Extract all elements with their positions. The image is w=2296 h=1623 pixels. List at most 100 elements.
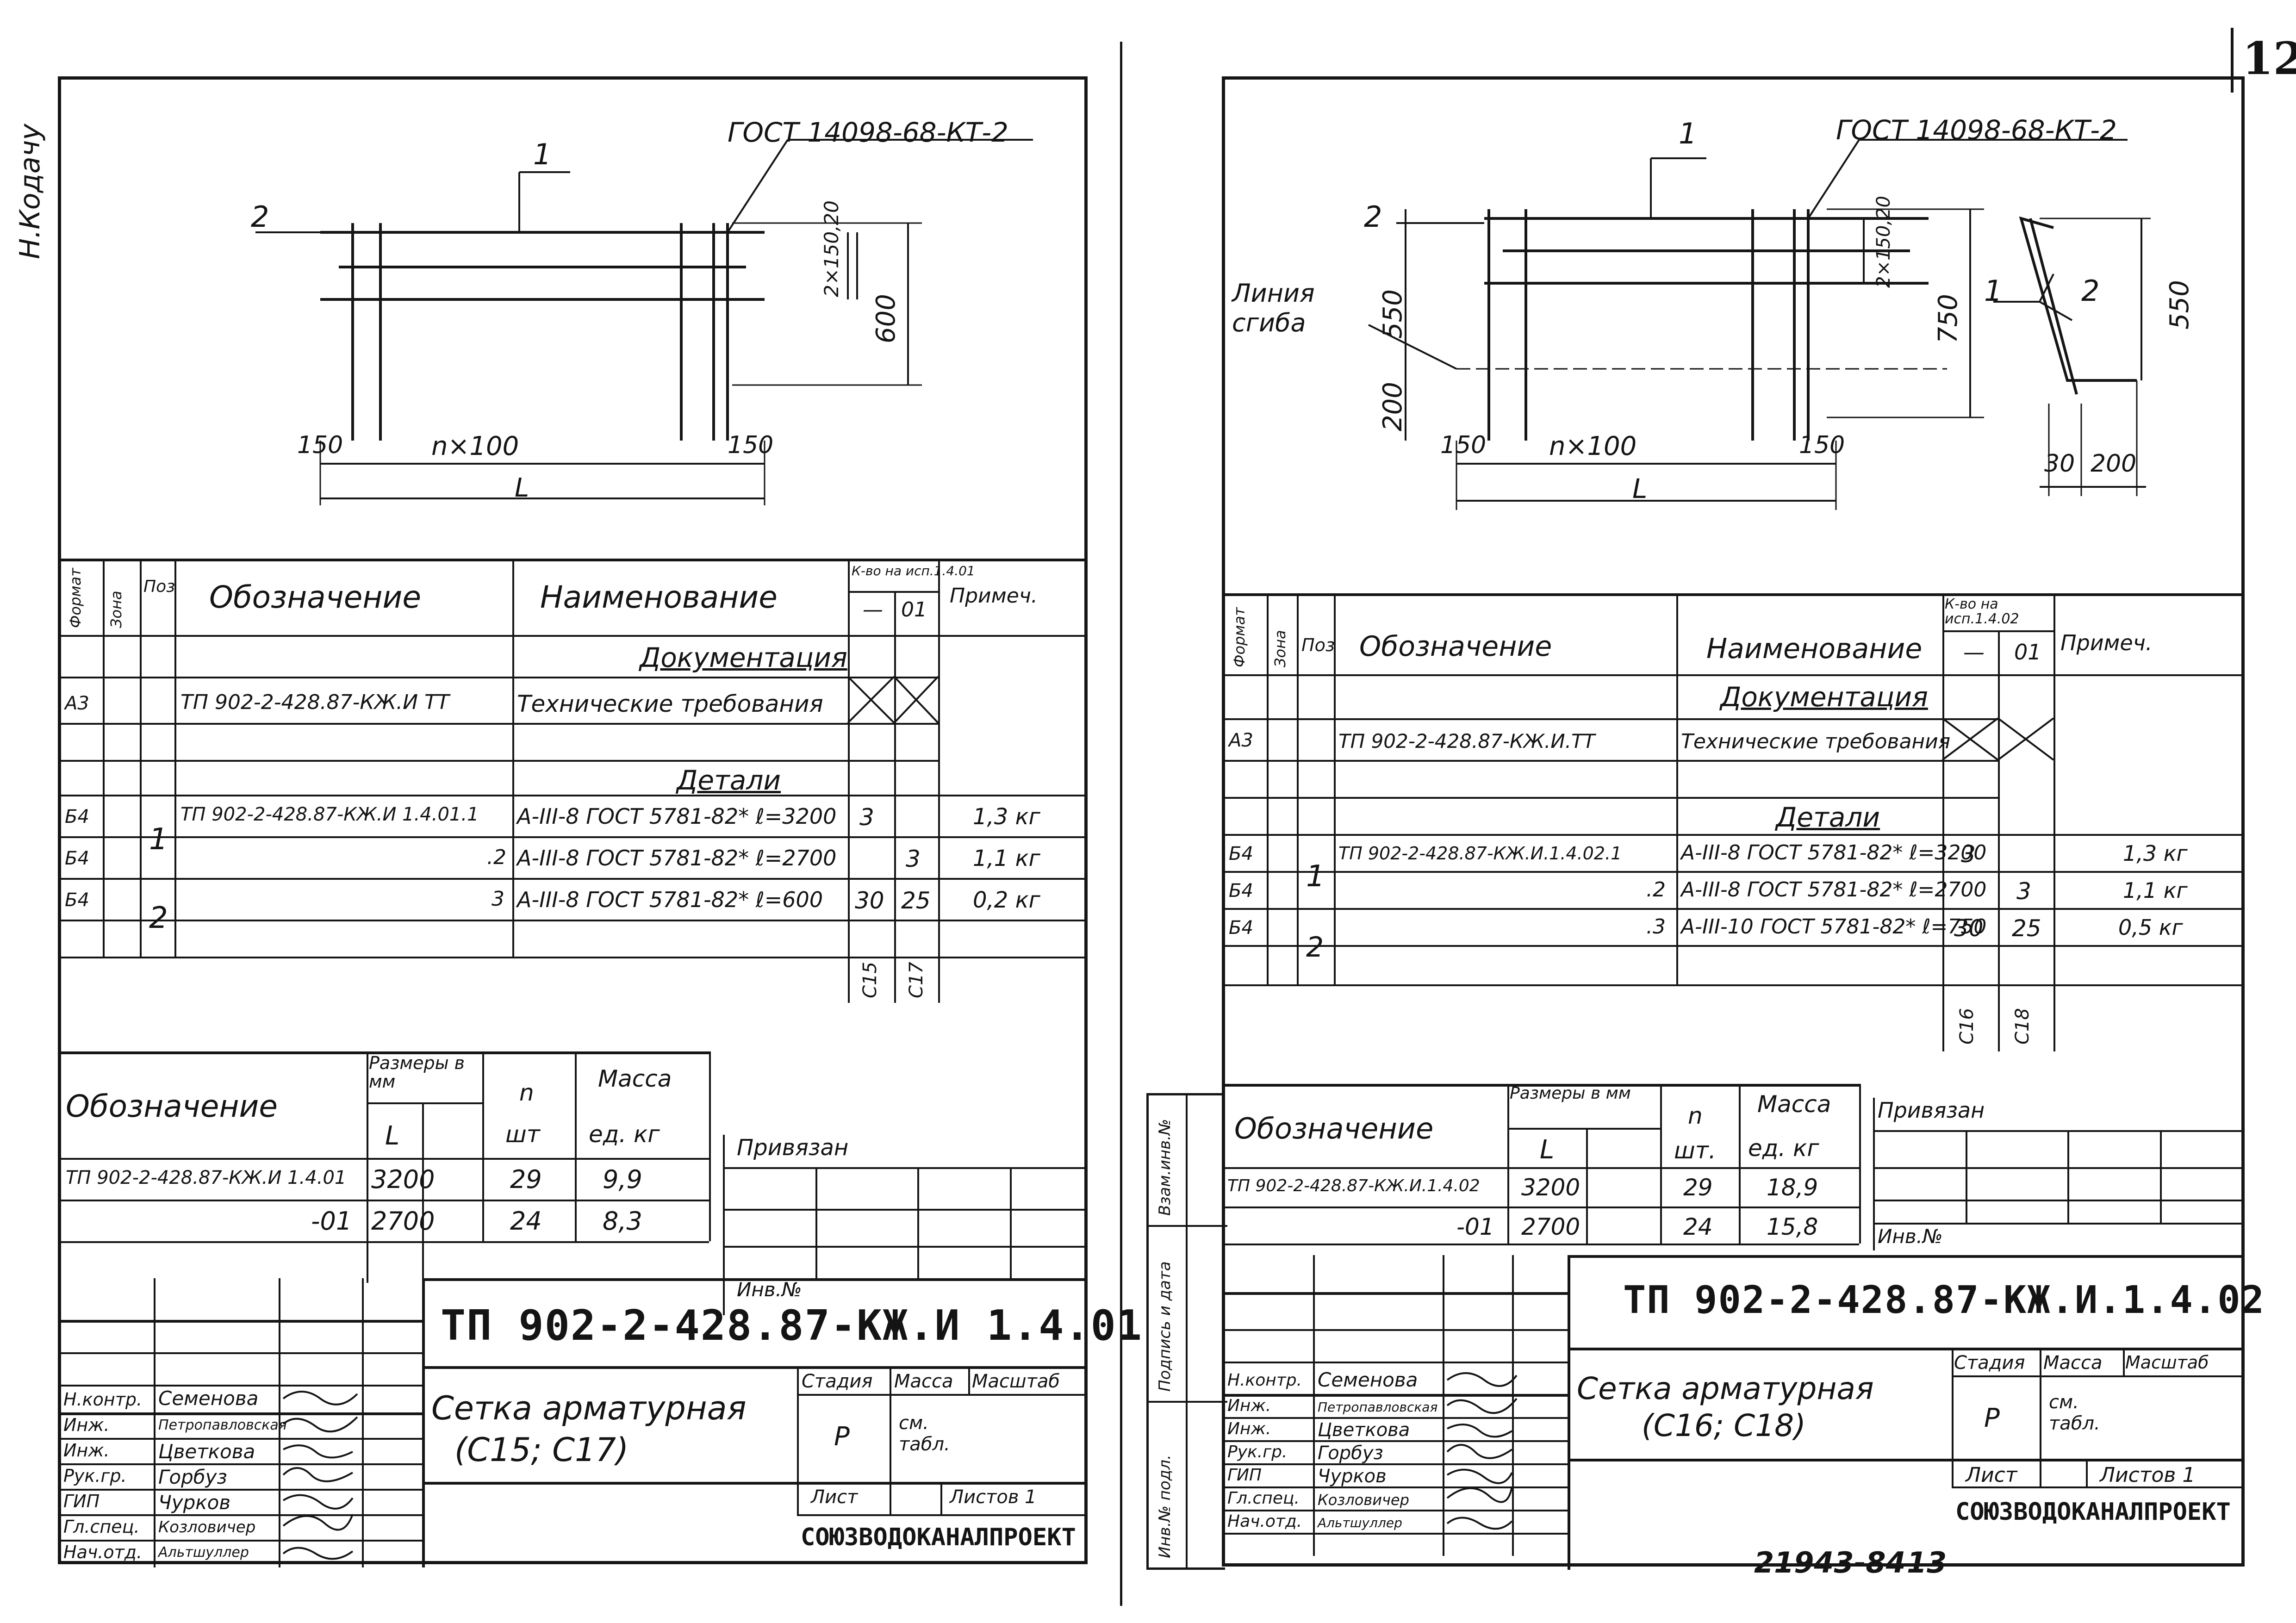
- r-gost-label: ГОСТ 14098-68-КТ-2: [1836, 114, 2117, 146]
- row2-qb: 3: [906, 846, 921, 872]
- r-dim-top-label: 2×150,20: [1873, 196, 1894, 288]
- signatures-left: [282, 1391, 358, 1560]
- r-mass-row1-designation: ТП 902-2-428.87-КЖ.И.1.4.02: [1227, 1176, 1480, 1195]
- r-p2-role: Инж.: [1227, 1396, 1271, 1415]
- r-row3-qa: 30: [1954, 915, 1984, 942]
- hdr-qty-a: —: [863, 598, 883, 622]
- r-dim-right-label: 150: [1799, 431, 1845, 459]
- r-row2-designation: .2: [1646, 878, 1666, 902]
- hdr-qty: К-во на исп.1.4.01: [852, 563, 975, 578]
- r-mass-hdr-mass: Масса: [1757, 1091, 1831, 1118]
- title-sheets: Листов 1: [950, 1486, 1037, 1508]
- center-fold-line: [1120, 42, 1122, 1606]
- mark-1: С15: [859, 962, 881, 998]
- r-mass-row2-L: 2700: [1521, 1213, 1580, 1240]
- row1-name: А-III-8 ГОСТ 5781-82* ℓ=3200: [517, 804, 837, 829]
- r-hdr-qty-b: 01: [2014, 640, 2041, 665]
- title-code: ТП 902-2-428.87-КЖ.И 1.4.01: [441, 1301, 1143, 1350]
- r-mark-1: С16: [1956, 1008, 1978, 1045]
- p4-role: Рук.гр.: [63, 1466, 127, 1486]
- doc-designation: ТП 902-2-428.87-КЖ.И ТТ: [180, 690, 449, 714]
- r-row1-note: 1,3 кг: [2123, 841, 2188, 866]
- r-row3-format: Б4: [1229, 917, 1253, 939]
- r-side-30-label: 30: [2044, 450, 2075, 478]
- mass-row1-designation: ТП 902-2-428.87-КЖ.И 1.4.01: [66, 1167, 347, 1188]
- r-p4-role: Рук.гр.: [1227, 1443, 1288, 1461]
- mass-row1-L: 3200: [371, 1165, 435, 1194]
- r-mark-2: С18: [2012, 1008, 2033, 1045]
- p5-name: Чурков: [158, 1491, 231, 1514]
- inv-label: Инв.№: [737, 1278, 802, 1301]
- r-hdr-zone: Зона: [1271, 630, 1289, 667]
- spec-table-right: Формат Зона Поз Обозначение Наименование…: [1225, 593, 2241, 1056]
- r-privyazan-label: Привязан: [1878, 1098, 1985, 1123]
- r-row1-format: Б4: [1229, 843, 1253, 864]
- r-row3-designation: .3: [1646, 915, 1666, 939]
- row3-name: А-III-8 ГОСТ 5781-82* ℓ=600: [517, 887, 823, 912]
- r-p1-role: Н.контр.: [1227, 1371, 1302, 1390]
- section-parts: Детали: [677, 765, 781, 796]
- title-scale-h: Масштаб: [972, 1371, 1060, 1392]
- hdr-qty-b: 01: [901, 598, 927, 622]
- r-p7-name: Альтшуллер: [1318, 1515, 1402, 1530]
- row2-note: 1,1 кг: [973, 846, 1040, 871]
- row3-pos: 2: [149, 901, 168, 935]
- r-hdr-qty-a: —: [1963, 640, 1985, 665]
- dim-left-label: 150: [297, 431, 343, 459]
- row3-designation: 3: [492, 887, 504, 911]
- r-p5-name: Чурков: [1318, 1466, 1387, 1487]
- p1-name: Семенова: [158, 1387, 259, 1410]
- r-title-mass: см. табл.: [2049, 1392, 2100, 1434]
- r-p2-name: Петропавловская: [1318, 1399, 1438, 1415]
- title-org: СОЮЗВОДОКАНАЛПРОЕКТ: [801, 1524, 1076, 1551]
- r-title-scale-h: Масштаб: [2125, 1352, 2209, 1373]
- gost-label: ГОСТ 14098-68-КТ-2: [728, 117, 1008, 148]
- mass-table-left: Обозначение Размеры в мм L n шт Масса ед…: [61, 1051, 711, 1329]
- r-title-sheets: Листов 1: [2100, 1463, 2196, 1487]
- r-row2-note: 1,1 кг: [2123, 878, 2188, 903]
- p2-name: Петропавловская: [158, 1417, 287, 1433]
- r-p3-name: Цветкова: [1318, 1419, 1410, 1441]
- r-hdr-designation: Обозначение: [1359, 630, 1552, 663]
- r-mass-row1-L: 3200: [1521, 1174, 1580, 1201]
- r-dim-left-label: 150: [1440, 431, 1487, 459]
- privyazan-label: Привязан: [737, 1135, 849, 1161]
- row1-pos: 1: [149, 822, 168, 857]
- mass-hdr-n-unit: шт: [505, 1121, 540, 1148]
- r-pos-2-label: 2: [1364, 200, 1382, 234]
- dim-mid-label: n×100: [431, 431, 519, 461]
- hdr-pos: Поз: [143, 577, 175, 596]
- mass-row1-mass: 9,9: [603, 1165, 642, 1194]
- r-row3-pos: 2: [1306, 931, 1324, 964]
- r-p1-name: Семенова: [1318, 1368, 1418, 1391]
- r-mass-row1-n: 29: [1683, 1174, 1713, 1201]
- mass-row2-mass: 8,3: [603, 1206, 642, 1236]
- r-doc-designation: ТП 902-2-428.87-КЖ.И.ТТ: [1338, 730, 1595, 752]
- title-block-left: ТП 902-2-428.87-КЖ.И 1.4.01 Сетка армату…: [61, 1278, 1142, 1567]
- page-number-divider: [2231, 28, 2234, 93]
- r-dim-750-label: 750: [1933, 294, 1963, 343]
- hdr-name: Наименование: [540, 579, 778, 615]
- drawing-left: [255, 139, 1033, 505]
- title-stage: Р: [834, 1422, 850, 1452]
- spec-table-left: Формат Зона Поз Обозначение Наименование…: [61, 559, 1084, 1007]
- r-pos-1-label: 1: [1679, 117, 1697, 150]
- dim-len-label: L: [515, 473, 529, 503]
- p3-name: Цветкова: [158, 1440, 255, 1463]
- r-hdr-name: Наименование: [1706, 633, 1923, 665]
- r-dim-200-label: 200: [1378, 382, 1408, 431]
- r-section-parts: Детали: [1776, 802, 1880, 833]
- r-p6-name: Козловичер: [1318, 1491, 1409, 1509]
- row1-qa: 3: [859, 804, 874, 831]
- row3-note: 0,2 кг: [973, 887, 1040, 913]
- row1-note: 1,3 кг: [973, 804, 1040, 830]
- mass-hdr-L: L: [385, 1121, 400, 1151]
- row3-qb: 25: [901, 887, 931, 914]
- title-stage-h: Стадия: [802, 1371, 873, 1392]
- r-title-mass-h: Масса: [2043, 1352, 2103, 1374]
- r-dim-550-label: 550: [1378, 289, 1408, 339]
- r-title-stage: Р: [1984, 1403, 2000, 1433]
- hdr-zone: Зона: [107, 591, 125, 628]
- r-mass-row2-n: 24: [1683, 1213, 1713, 1240]
- p4-name: Горбуз: [158, 1466, 227, 1488]
